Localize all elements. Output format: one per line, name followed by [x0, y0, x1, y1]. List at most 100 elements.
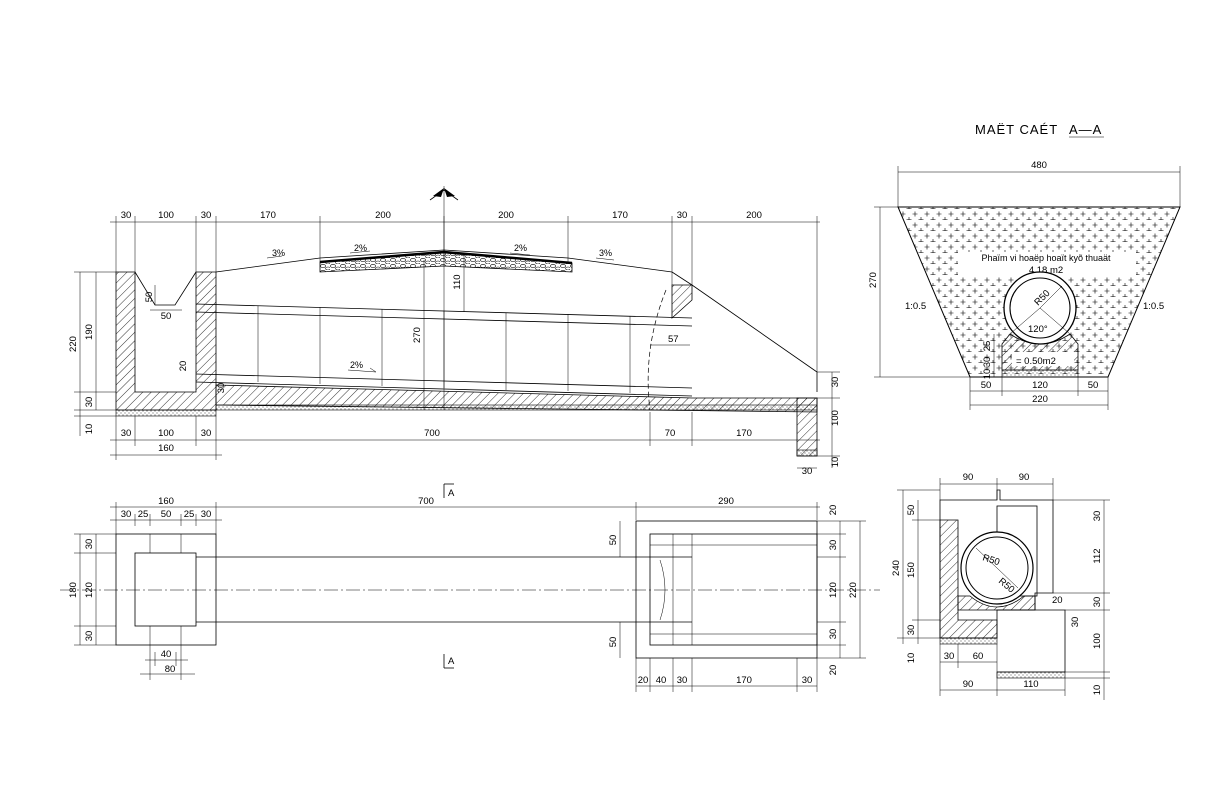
dim-top-200a: 200: [375, 210, 391, 221]
hd-left-150: 150: [906, 562, 917, 578]
hd-base-sand: [939, 637, 998, 645]
embankment-slope: [671, 271, 818, 392]
hd-bottom-90: 90: [963, 679, 974, 690]
dim-top-170a: 170: [260, 210, 276, 221]
dim-bottom-170: 170: [736, 428, 752, 439]
dim-inner-20: 20: [178, 361, 189, 372]
aa-slope-right: 1:0.5: [1143, 301, 1164, 312]
left-base-layer: [115, 409, 217, 417]
bedding-sand: [215, 404, 818, 411]
aa-angle: 120°: [1028, 324, 1048, 335]
plan-bottom-80: 80: [165, 664, 176, 675]
dim-top-30c: 30: [677, 210, 688, 221]
aa-area-value: 4.18 m2: [1029, 265, 1063, 276]
plan-rb-30b: 30: [802, 675, 813, 686]
dim-left-10: 10: [84, 424, 95, 435]
plan-bottom-40: 40: [161, 649, 172, 660]
aa-area-label: Phaïm vi hoaëp hoaït kyõ thuaät: [981, 253, 1111, 263]
section-mark: A—A: [1069, 122, 1102, 137]
plan-left-30b: 30: [84, 631, 95, 642]
hd-pipe-inner: [965, 536, 1029, 600]
hd-top-90a: 90: [963, 472, 974, 483]
aa-dim-480: 480: [1031, 160, 1047, 171]
aa-b220: 220: [1032, 394, 1048, 405]
hd-right-100: 100: [1092, 633, 1103, 649]
culvert-pipe: [195, 303, 693, 397]
hd-top-90b: 90: [1019, 472, 1030, 483]
headwall-detail: 90 90 R50 R50 20 30 240 50 150 30 10 30 …: [891, 472, 1110, 700]
dim-top-200b: 200: [498, 210, 514, 221]
dim-270: 270: [412, 327, 423, 343]
cutoff-wall: [796, 397, 818, 457]
dim-110: 110: [452, 274, 463, 289]
dim-inner-50v: 50: [144, 292, 155, 303]
cut-mark-top: A: [448, 488, 455, 499]
aa-b50b: 50: [1088, 380, 1099, 391]
plan-sub-50: 50: [161, 509, 172, 520]
dim-bottom-30a: 30: [121, 428, 132, 439]
dim-inner-50h: 50: [161, 311, 172, 322]
plan-rb-40: 40: [656, 675, 667, 686]
hd-left-50: 50: [906, 505, 917, 516]
hd-right-112: 112: [1092, 548, 1103, 563]
hd-right-10: 10: [1092, 685, 1103, 696]
plan-dim-290: 290: [718, 496, 734, 507]
dim-right-100: 100: [830, 410, 841, 426]
hd-right-30a: 30: [1092, 511, 1103, 522]
dim-right-30: 30: [830, 377, 841, 388]
road-surface: [215, 249, 673, 273]
plan-mid-50a: 50: [608, 535, 619, 546]
plan-arc: [659, 559, 666, 621]
aa-sand: [1001, 369, 1079, 378]
hd-left-240: 240: [891, 560, 902, 576]
aa-bedding-area: = 0.50m2: [1016, 356, 1056, 367]
plan-rb-20: 20: [638, 675, 649, 686]
aa-dim-270: 270: [868, 272, 879, 288]
section-title: MAËT CAÉT: [975, 122, 1058, 137]
dim-bottom-160: 160: [158, 443, 174, 454]
plan-mid-50b: 50: [608, 637, 619, 648]
dim-left-30: 30: [84, 397, 95, 408]
hd-small-30: 30: [1070, 617, 1081, 628]
slope-right-outer: 3%: [599, 248, 612, 258]
hd-small-20: 20: [1052, 595, 1063, 606]
plan-left-180: 180: [68, 582, 79, 598]
plan-rb-30a: 30: [677, 675, 688, 686]
hd-bottom-60: 60: [973, 651, 984, 662]
dim-right-30b: 30: [802, 466, 813, 477]
plan-sub-30b: 30: [201, 509, 212, 520]
slope-right-inner: 2%: [514, 243, 527, 253]
hd-right-30b: 30: [1092, 597, 1103, 608]
dim-top-170b: 170: [612, 210, 628, 221]
hd-bottom-30: 30: [944, 651, 955, 662]
dim-left-220: 220: [68, 336, 79, 352]
dim-bottom-100: 100: [158, 428, 174, 439]
right-headwall-top: [671, 284, 693, 319]
plan-left-box: [115, 533, 217, 646]
dim-top-30a: 30: [121, 210, 132, 221]
dim-left-190: 190: [84, 324, 95, 340]
aa-v30: 30: [982, 357, 993, 368]
plan-right-220: 220: [848, 582, 859, 598]
drain-channel: [134, 271, 197, 306]
hd-outlet: [997, 609, 1066, 673]
left-drain-wall: [115, 271, 217, 411]
slope-left-outer: 3%: [272, 248, 285, 258]
plan-sub-25a: 25: [138, 509, 149, 520]
cutoff-sand: [796, 449, 818, 457]
plan-left-120: 120: [84, 582, 95, 598]
plan-dim-700: 700: [418, 496, 434, 507]
slope-pipe: 2%: [350, 360, 363, 370]
cut-mark-bottom: A: [448, 656, 455, 667]
aa-slope-left: 1:0.5: [905, 301, 926, 312]
slope-left-inner: 2%: [354, 243, 367, 253]
hd-bottom-110: 110: [1023, 679, 1038, 690]
plan-view: A A 160 700 290 30 25 50 25 30 50: [60, 483, 880, 692]
dim-top-200c: 200: [746, 210, 762, 221]
aa-v10: 10: [982, 369, 993, 380]
dim-bottom-700: 700: [424, 428, 440, 439]
plan-left-30a: 30: [84, 539, 95, 550]
plan-right-20b: 20: [828, 665, 839, 676]
plan-right-20a: 20: [828, 505, 839, 516]
